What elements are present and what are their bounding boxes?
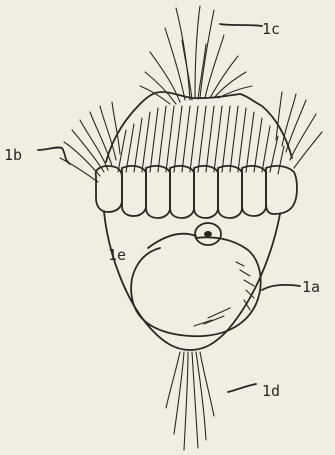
body-outline bbox=[104, 212, 280, 350]
label-1b: 1b bbox=[4, 146, 22, 164]
leader-1d bbox=[228, 384, 256, 392]
hatched-band bbox=[118, 106, 284, 174]
leader-1c bbox=[220, 24, 262, 26]
inner-sac bbox=[131, 237, 261, 336]
right-bristles bbox=[276, 92, 322, 168]
label-1a: 1a bbox=[302, 278, 320, 296]
label-1c: 1c bbox=[262, 20, 280, 38]
leader-1a bbox=[262, 285, 300, 290]
label-1e: 1e bbox=[108, 246, 126, 264]
leader-1b bbox=[38, 147, 70, 164]
sac-shading bbox=[194, 262, 254, 326]
bottom-cilia-tuft bbox=[166, 352, 214, 450]
left-bristles bbox=[60, 102, 120, 182]
lobe-row bbox=[96, 166, 297, 218]
label-1d: 1d bbox=[262, 382, 280, 400]
top-cilia-tuft bbox=[140, 6, 252, 104]
nucleus-dot bbox=[204, 231, 212, 237]
leader-1e bbox=[148, 234, 196, 248]
